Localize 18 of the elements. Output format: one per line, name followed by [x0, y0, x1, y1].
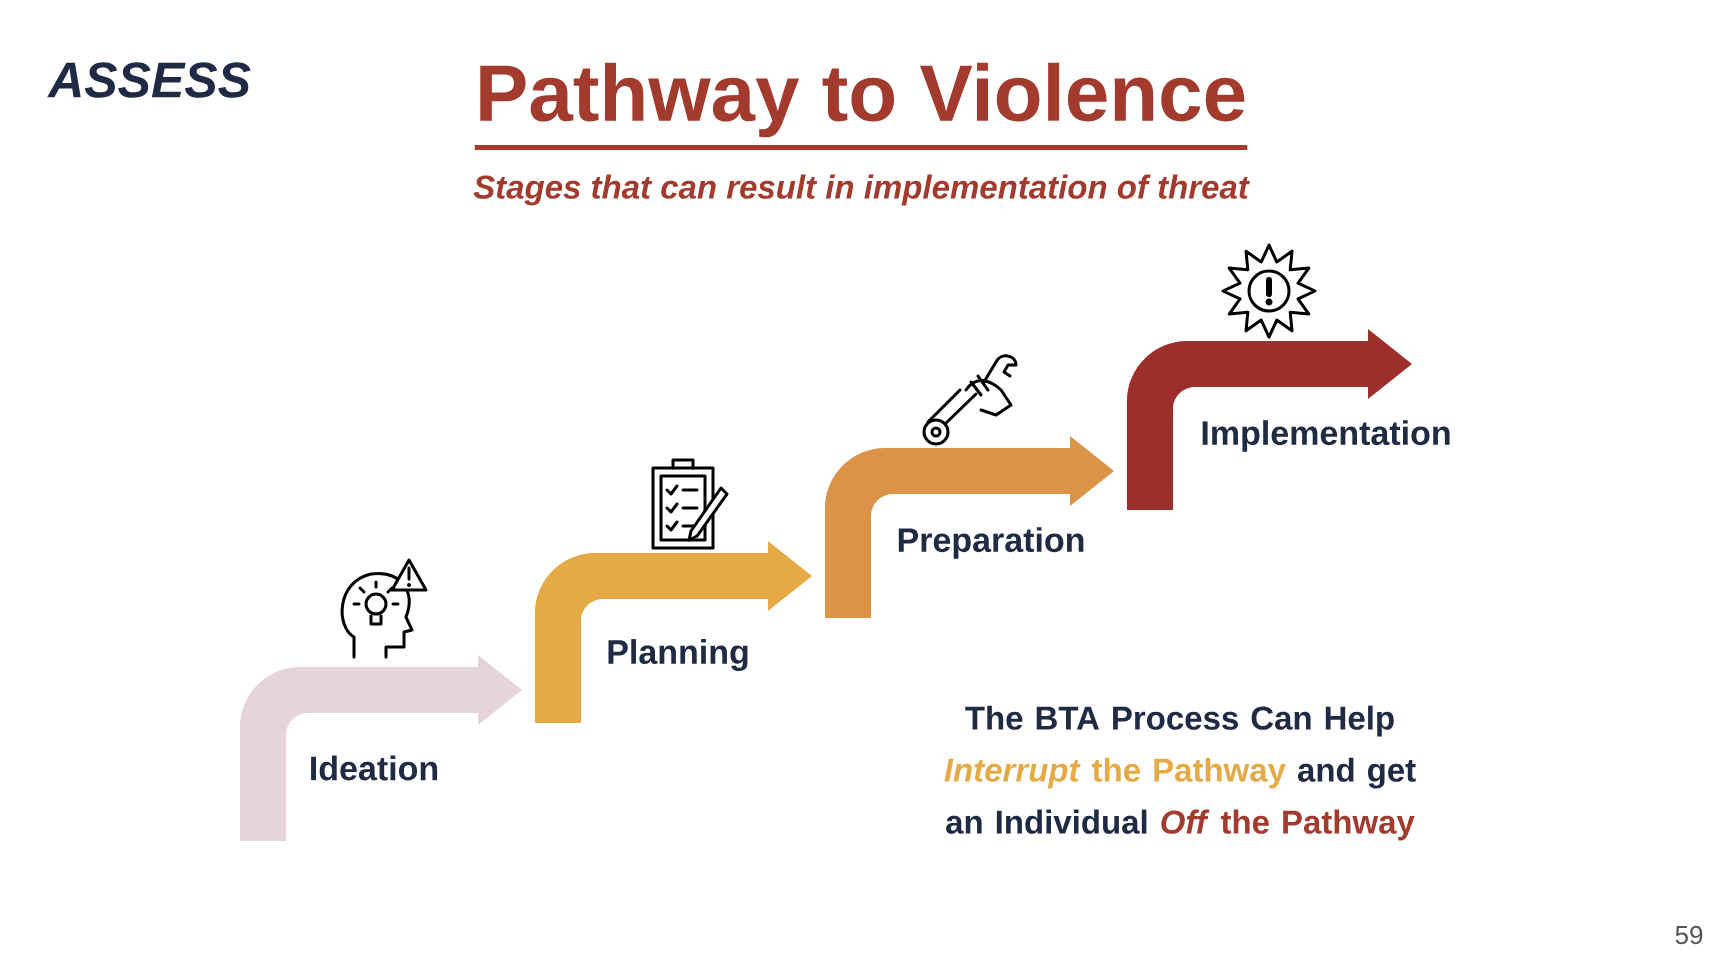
stage-label: Ideation: [311, 755, 438, 781]
statement-text: The BTA Process Can Help Interrupt the Pathway and get an Individual Off the Pathway: [944, 705, 1416, 841]
bent-arrow: [825, 436, 1114, 618]
stage-label: Planning: [608, 639, 748, 671]
bent-arrow: [1127, 329, 1412, 510]
page-number: 59: [1675, 925, 1703, 945]
section-heading: ASSESS: [47, 62, 251, 98]
bent-arrow: [240, 655, 522, 841]
subtitle: Stages that can result in implementation of threat: [473, 174, 1250, 206]
label: Interrupt the Pathway: [944, 757, 1286, 789]
stage-label: Preparation: [898, 527, 1084, 559]
label: Off the Pathway: [1161, 809, 1415, 841]
title: Pathway to Violence: [474, 62, 1248, 150]
label: an Individual: [946, 809, 1147, 834]
label: and get: [1297, 757, 1416, 789]
bent-arrow: [535, 541, 812, 723]
stage-label: Implementation: [1202, 420, 1450, 452]
label: The BTA Process Can Help: [965, 705, 1394, 737]
